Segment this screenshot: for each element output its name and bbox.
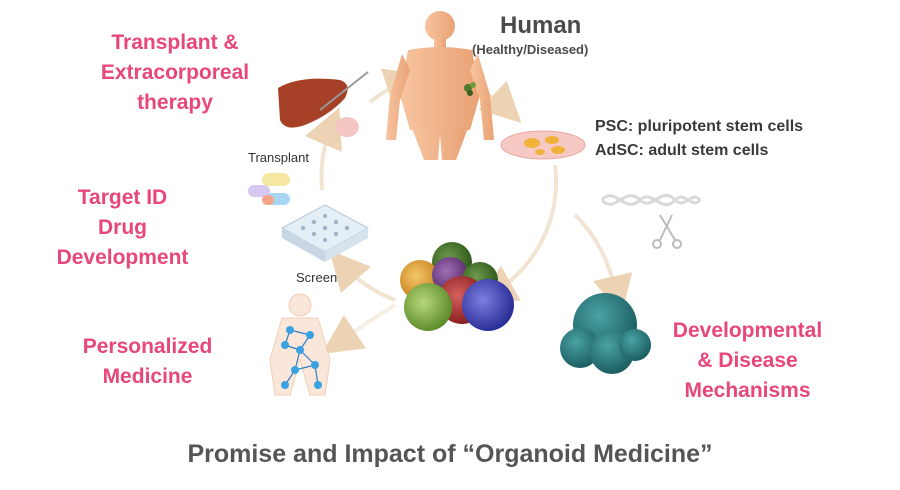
disease-organoid-icon — [560, 293, 651, 374]
human-body-icon — [386, 11, 494, 160]
transplant-therapy-label: Transplant & Extracorporeal therapy — [70, 28, 280, 118]
personalized-medicine-label: Personalized Medicine — [55, 332, 240, 392]
developmental-line-2: & Disease — [697, 349, 798, 372]
developmental-line-3: Mechanisms — [684, 379, 811, 402]
dna-scissors-icon — [600, 193, 702, 249]
target-line-2: Drug — [98, 216, 147, 239]
cycle-arrows — [305, 68, 633, 354]
personalized-line-1: Personalized — [82, 335, 213, 358]
human-label: Human — [500, 12, 582, 39]
liver-icon — [278, 71, 369, 137]
personalized-line-2: Medicine — [102, 365, 193, 388]
human-sublabel: (Healthy/Diseased) — [472, 42, 589, 57]
organoid-cluster-icon — [400, 242, 514, 331]
target-line-1: Target ID — [77, 186, 168, 209]
cell-dish-icon — [500, 130, 586, 160]
developmental-label: Developmental & Disease Mechanisms — [650, 316, 845, 406]
developmental-line-1: Developmental — [672, 319, 823, 342]
adsc-label: AdSC: adult stem cells — [595, 142, 769, 159]
transplant-line-3: therapy — [137, 91, 213, 114]
well-plate-icon — [280, 204, 370, 262]
capsules-icon — [248, 173, 290, 205]
network-body-icon — [269, 293, 331, 396]
transplant-line-1: Transplant & — [111, 31, 239, 54]
target-line-3: Development — [56, 246, 189, 269]
transplant-line-2: Extracorporeal — [100, 61, 250, 84]
page-title: Promise and Impact of “Organoid Medicine… — [187, 440, 713, 468]
psc-label: PSC: pluripotent stem cells — [595, 118, 804, 135]
target-id-label: Target ID Drug Development — [30, 183, 215, 273]
transplant-cycle-label: Transplant — [248, 150, 309, 165]
screen-cycle-label: Screen — [296, 270, 338, 285]
